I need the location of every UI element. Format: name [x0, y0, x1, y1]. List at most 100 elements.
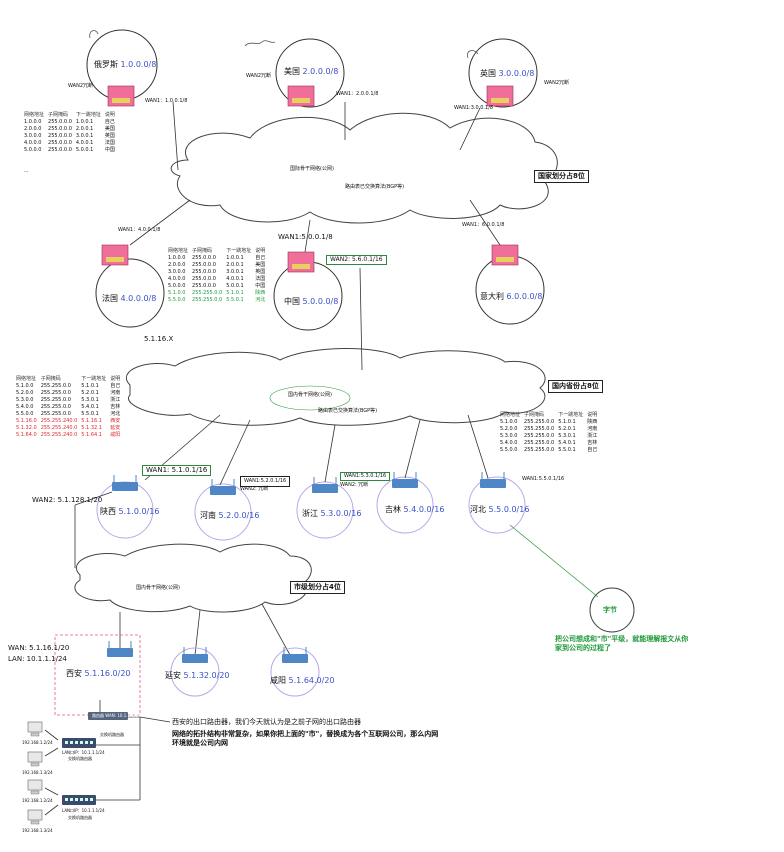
russia-name: 俄罗斯 [94, 60, 118, 69]
zijie-name: 字节 [603, 606, 617, 614]
zhejiang-label: 浙江 5.3.0.0/16 [302, 508, 361, 519]
henan-circle [194, 483, 252, 541]
table-cell: 英国 [104, 133, 115, 139]
table-cell: 2.0.0.1 [226, 262, 244, 268]
china-wan1: WAN1:5.0.0.1/8 [278, 233, 333, 241]
table-cell: 255.255.240.0 [40, 432, 78, 438]
table-cell: 河北 [255, 297, 266, 303]
table-cell: 美国 [104, 126, 115, 132]
china-net: 5.0.0.0/8 [302, 297, 339, 306]
table-cell: 255.0.0.0 [48, 119, 72, 125]
table-cell: 2.0.0.0 [24, 126, 42, 132]
table-cell: 255.0.0.0 [48, 133, 72, 139]
zhejiang-name: 浙江 [302, 509, 318, 518]
lan-host-1-ip: 192.168.1.2/24 [22, 740, 53, 745]
zijie-circle [589, 587, 635, 633]
table-cell: 5.5.0.0 [500, 447, 518, 453]
lan-switch2-lan: LAN口IP：10.1.1.1/24 [62, 808, 105, 813]
table-cell: 河北 [110, 411, 121, 417]
usa-scribble [244, 40, 276, 47]
lan-host-pc-1 [27, 721, 43, 737]
table-header: 说明 [110, 376, 121, 382]
yanan-net: 5.1.32.0/20 [183, 671, 230, 680]
table-cell: 255.0.0.0 [192, 283, 216, 289]
xianyang-router-icon [282, 647, 308, 663]
russia-scribble [89, 30, 99, 39]
table-cell: 4.0.0.0 [168, 276, 186, 282]
table-cell: 5.2.0.0 [500, 426, 518, 432]
table-cell: 255.0.0.0 [192, 262, 216, 268]
france-circle [95, 258, 165, 328]
lan-top-label: 交换机路由器 [100, 732, 124, 737]
xian-label: 西安 5.1.16.0/20 [66, 668, 131, 679]
russia-wan1: WAN1：1.0.0.1/8 [145, 98, 188, 104]
shaanxi-wan1: WAN1: 5.1.0.1/16 [142, 465, 212, 476]
table-cell: 5.2.0.0 [16, 390, 34, 396]
table-cell: 5.3.0.0 [16, 397, 34, 403]
france-wan1: WAN1：4.0.0.1/8 [118, 227, 161, 233]
uk-scribble [467, 50, 479, 59]
table-cell: 自己 [110, 383, 121, 389]
lan-main-router-label: 路由器 WAN: 10.1.1.1/24 [92, 713, 141, 718]
table-cell: 3.0.0.0 [168, 269, 186, 275]
table-cell: 255.0.0.0 [48, 147, 72, 153]
uk-label: 英国 3.0.0.0/8 [480, 68, 534, 79]
table-cell: 255.255.0.0 [524, 426, 555, 432]
table-cell: 255.255.0.0 [192, 290, 223, 296]
shaanxi-name: 陕西 [100, 507, 116, 516]
table-header: 下一跳地址 [558, 412, 584, 418]
xianyang-circle [270, 647, 320, 697]
lan-host-3-ip: 192.168.1.2/24 [22, 798, 53, 803]
xian-lan: LAN: 10.1.1.1/24 [8, 655, 67, 663]
table-cell: 5.5.0.0 [16, 411, 34, 417]
table-cell: 3.0.0.1 [75, 133, 94, 139]
uk-circle [468, 38, 538, 108]
shaanxi-wan2: WAN2: 5.1.128.1/20 [32, 496, 103, 504]
lan-switch2-name: 交换机路由器 [68, 815, 92, 820]
country-note: 国家划分占8位 [534, 170, 589, 183]
table-cell: 自己 [104, 119, 115, 125]
usa-label: 美国 2.0.0.0/8 [284, 66, 338, 77]
yanan-name: 延安 [165, 671, 181, 680]
table-cell: 255.0.0.0 [192, 269, 216, 275]
table-cell: 1.0.0.1 [75, 119, 94, 125]
france-label: 法国 4.0.0.0/8 [102, 293, 156, 304]
table-header: 子网掩码 [192, 248, 213, 254]
table-cell: 河南 [587, 426, 598, 432]
intl-cloud-subtitle: 路由表已交换算法(BGP等) [345, 184, 405, 190]
italy-net: 6.0.0.0/8 [506, 292, 543, 301]
russia-table-ellipsis: ... [24, 168, 29, 174]
usa-net: 2.0.0.0/8 [302, 67, 339, 76]
france-net: 4.0.0.0/8 [120, 294, 157, 303]
lan-host-4-ip: 192.168.1.3/24 [22, 828, 53, 833]
china-router-icon [287, 251, 315, 273]
table-cell: 3.0.0.1 [226, 269, 244, 275]
henan-wan1: WAN1:5.2.0.1/16 [240, 476, 291, 487]
zijie-note: 把公司想成和"市"平级，就能理解报文从你家到公司的过程了 [555, 635, 689, 652]
henan-net: 5.2.0.0/16 [218, 511, 260, 520]
intl-cloud-title: 国际骨干网络(公网) [290, 166, 334, 172]
italy-label: 意大利 6.0.0.0/8 [480, 291, 542, 302]
table-cell: 5.0.0.0 [168, 283, 186, 289]
table-cell: 1.0.0.1 [226, 255, 244, 261]
table-header: 说明 [255, 248, 266, 254]
lan-host-2-ip: 192.168.1.3/24 [22, 770, 53, 775]
uk-router-icon [486, 85, 514, 107]
table-header: 下一跳地址 [75, 112, 101, 118]
uk-wan1: WAN1:3.0.0.1/8 [454, 105, 494, 111]
uk-name: 英国 [480, 69, 496, 78]
zhejiang-router-icon [312, 477, 338, 493]
xian-net: 5.1.16.0/20 [84, 669, 131, 678]
table-cell: 吉林 [110, 404, 121, 410]
table-cell: 5.1.0.0 [16, 383, 34, 389]
table-cell: 5.4.0.1 [81, 404, 99, 410]
